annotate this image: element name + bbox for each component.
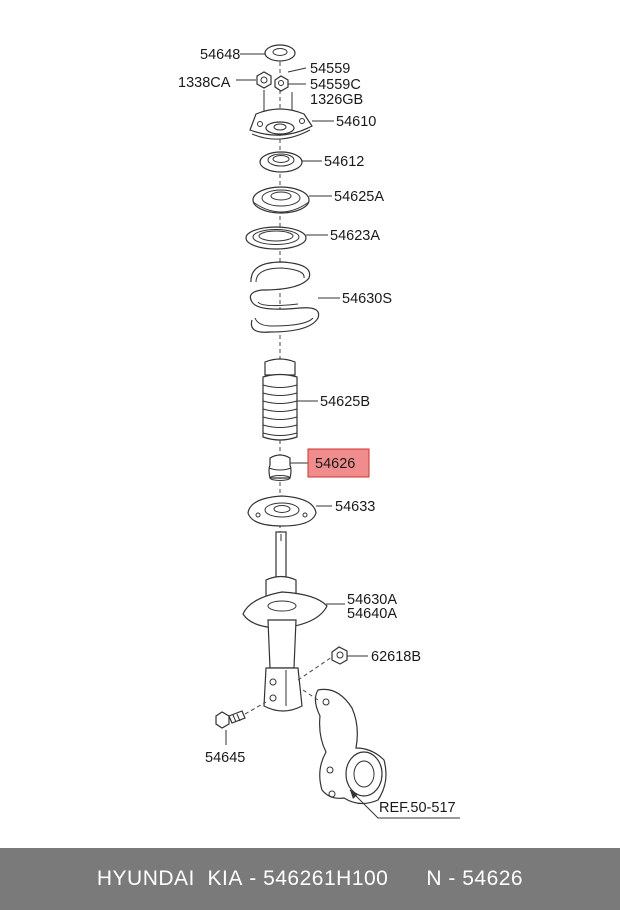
label-54640a: 54640A bbox=[347, 606, 397, 622]
part-62618b-nut[interactable] bbox=[331, 646, 348, 665]
label-54626: 54626 bbox=[315, 456, 355, 472]
footer-gap bbox=[388, 867, 426, 891]
leader-ref bbox=[349, 789, 460, 819]
label-54625a: 54625A bbox=[334, 189, 384, 205]
part-54626-highlight bbox=[307, 448, 370, 478]
footer-n-value: 54626 bbox=[462, 867, 524, 890]
label-54630a: 54630A bbox=[347, 592, 397, 608]
label-54633: 54633 bbox=[335, 499, 375, 515]
part-54630a-strut-assembly[interactable] bbox=[242, 531, 328, 712]
part-54625a-spring-seat[interactable] bbox=[252, 186, 310, 214]
label-62618b: 62618B bbox=[371, 649, 421, 665]
label-54612: 54612 bbox=[324, 154, 364, 170]
dash-knuckle bbox=[302, 689, 319, 701]
part-54623a-spring-pad[interactable] bbox=[245, 226, 307, 250]
part-54625b-dust-boot[interactable] bbox=[262, 358, 298, 441]
footer-part-number: 546261H100 bbox=[263, 867, 389, 890]
label-1338ca: 1338CA bbox=[178, 75, 231, 91]
ref-arrowhead bbox=[350, 790, 358, 799]
label-54625b: 54625B bbox=[320, 394, 370, 410]
part-54645-bolt[interactable] bbox=[215, 710, 246, 729]
knuckle-ref-50-517[interactable] bbox=[314, 688, 387, 805]
part-1338ca-nut[interactable] bbox=[256, 71, 272, 89]
dash-54645 bbox=[244, 701, 267, 715]
suspension-exploded-diagram: 54648 54559 1338CA 54559C 1326GB 54610 5… bbox=[178, 44, 460, 819]
part-54648-cap[interactable] bbox=[264, 44, 296, 62]
part-54633-insulator[interactable] bbox=[247, 495, 317, 527]
label-54630s: 54630S bbox=[342, 291, 392, 307]
label-54648: 54648 bbox=[200, 47, 240, 63]
footer-sep-2: - bbox=[442, 867, 463, 890]
footer-sep-1: - bbox=[242, 867, 264, 890]
label-54623a: 54623A bbox=[330, 228, 380, 244]
dash-62618b bbox=[297, 656, 333, 681]
part-54559-nut[interactable] bbox=[274, 75, 289, 92]
footer-brand: HYUNDAI KIA bbox=[96, 867, 243, 890]
part-footer-bar: HYUNDAI KIA - 546261H100 N - 54626 bbox=[0, 848, 620, 910]
part-54610-strut-mount[interactable] bbox=[249, 108, 313, 140]
label-1326gb: 1326GB bbox=[310, 92, 363, 108]
part-54630s-coil-spring[interactable] bbox=[249, 261, 320, 333]
label-ref-50-517: REF.50-517 bbox=[379, 800, 456, 816]
label-54559c: 54559C bbox=[310, 77, 361, 93]
part-54626-bump-stop[interactable] bbox=[268, 454, 292, 481]
label-54645: 54645 bbox=[205, 750, 245, 766]
footer-n-label: N bbox=[426, 867, 443, 890]
leader-54559 bbox=[287, 67, 307, 73]
part-54612-bearing[interactable] bbox=[259, 151, 303, 173]
label-54559: 54559 bbox=[310, 61, 350, 77]
label-54610: 54610 bbox=[336, 114, 376, 130]
